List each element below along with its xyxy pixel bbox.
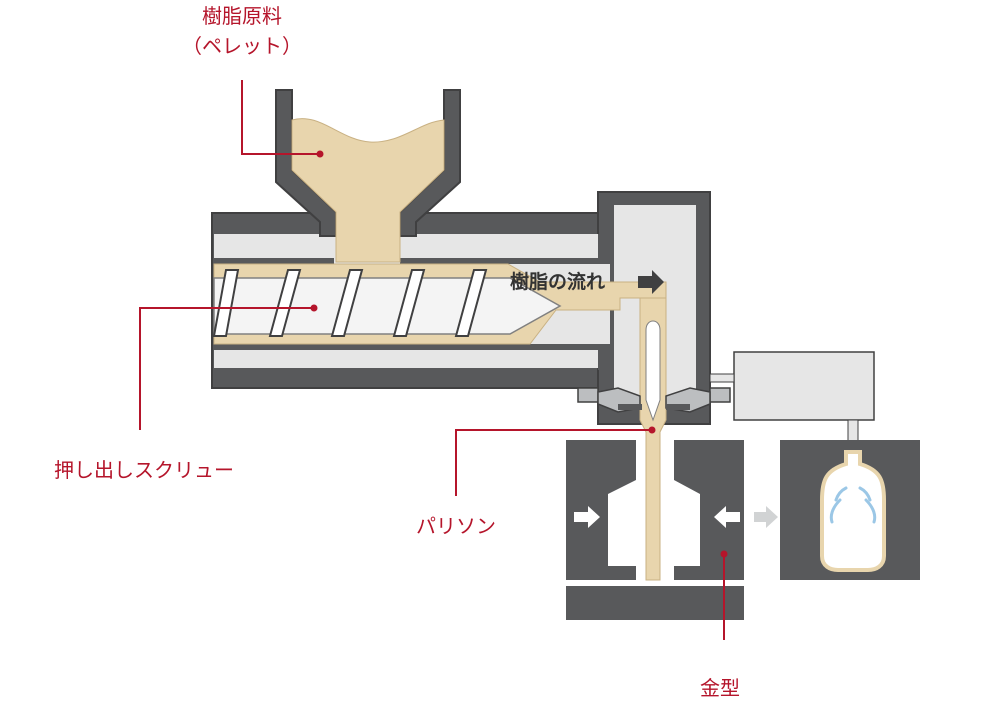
die-head (577, 297, 731, 581)
callout-lines (139, 80, 725, 640)
callout-dots (310, 150, 728, 558)
blow-unit-box (709, 351, 875, 461)
resin-pellet-label-line1: 樹脂原料 (202, 4, 282, 28)
arrow-right-icon (754, 506, 778, 528)
mold-label: 金型 (700, 676, 740, 700)
arrow-right-icon (574, 506, 600, 528)
resin-pellet-label: 樹脂原料 （ペレット） (178, 4, 306, 58)
resin-flow-label: 樹脂の流れ (510, 271, 606, 293)
mold-closed (780, 440, 920, 580)
mold-open (566, 440, 744, 620)
screw-label: 押し出しスクリュー (54, 458, 234, 482)
arrow-right-icon (638, 270, 664, 294)
resin-pellet-label-line2: （ペレット） (182, 34, 302, 58)
parison-label: パリソン (416, 514, 496, 538)
arrow-left-icon (714, 506, 740, 528)
hopper (275, 89, 461, 263)
extrusion-screw (212, 263, 667, 345)
